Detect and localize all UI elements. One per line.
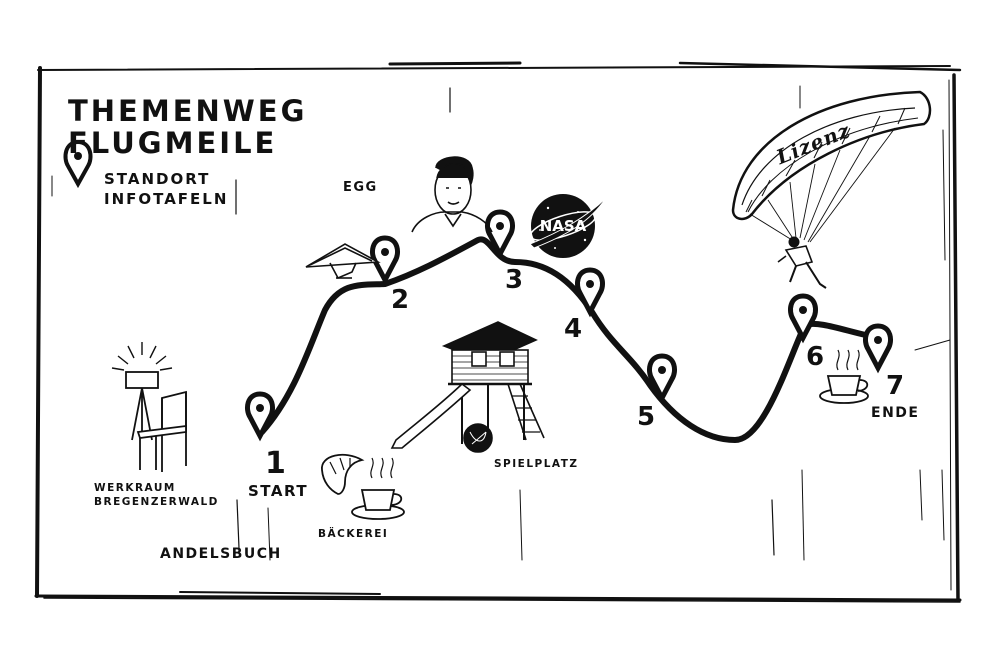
route-line bbox=[259, 236, 883, 443]
stop-number-2: 2 bbox=[391, 285, 411, 315]
nasa-logo-text: NASA bbox=[540, 217, 587, 235]
legend-pin-icon bbox=[63, 139, 93, 189]
place-label-werkraum-line1: WERKRAUM bbox=[94, 482, 176, 494]
pin-6-icon bbox=[788, 293, 818, 344]
route-pins bbox=[245, 209, 893, 442]
coffee-cup-ende-icon bbox=[819, 349, 869, 404]
stop-number-5: 5 bbox=[637, 402, 657, 432]
portrait-icon bbox=[411, 156, 493, 233]
lamp-chair-icon bbox=[111, 342, 187, 472]
paraglider-icon bbox=[731, 90, 932, 289]
stop-number-3: 3 bbox=[505, 265, 525, 295]
nasa-logo-icon: NASA bbox=[529, 194, 607, 258]
croissant-icon bbox=[321, 453, 365, 495]
end-label: ENDE bbox=[871, 405, 920, 421]
map-title-line2: FLUGMEILE bbox=[68, 126, 278, 160]
coffee-cup-icon bbox=[351, 457, 405, 520]
stop-number-4: 4 bbox=[564, 314, 584, 344]
legend-label-line1: STANDORT bbox=[104, 170, 211, 188]
place-label-werkraum-line2: BREGENZERWALD bbox=[94, 496, 219, 508]
start-label: START bbox=[248, 482, 309, 500]
pin-4-icon bbox=[575, 267, 605, 318]
pin-3-icon bbox=[485, 209, 515, 260]
legend-label-line2: INFOTAFELN bbox=[104, 190, 229, 208]
place-label-spielplatz: SPIELPLATZ bbox=[494, 458, 579, 470]
pin-2-icon bbox=[370, 235, 400, 286]
pin-1-icon bbox=[245, 391, 275, 442]
playhouse-icon bbox=[390, 321, 545, 453]
pin-5-icon bbox=[647, 353, 677, 404]
stop-number-1: 1 bbox=[265, 446, 288, 481]
stop-number-7: 7 bbox=[886, 371, 906, 401]
place-label-baeckerei: BÄCKEREI bbox=[318, 528, 389, 540]
hang-glider-icon bbox=[305, 243, 381, 280]
stop-number-6: 6 bbox=[806, 342, 826, 372]
map-frame bbox=[34, 61, 962, 603]
place-label-egg: EGG bbox=[343, 180, 378, 195]
pin-7-icon bbox=[863, 323, 893, 374]
place-label-andelsbuch: ANDELSBUCH bbox=[160, 546, 282, 562]
map-title-line1: THEMENWEG bbox=[68, 94, 308, 128]
